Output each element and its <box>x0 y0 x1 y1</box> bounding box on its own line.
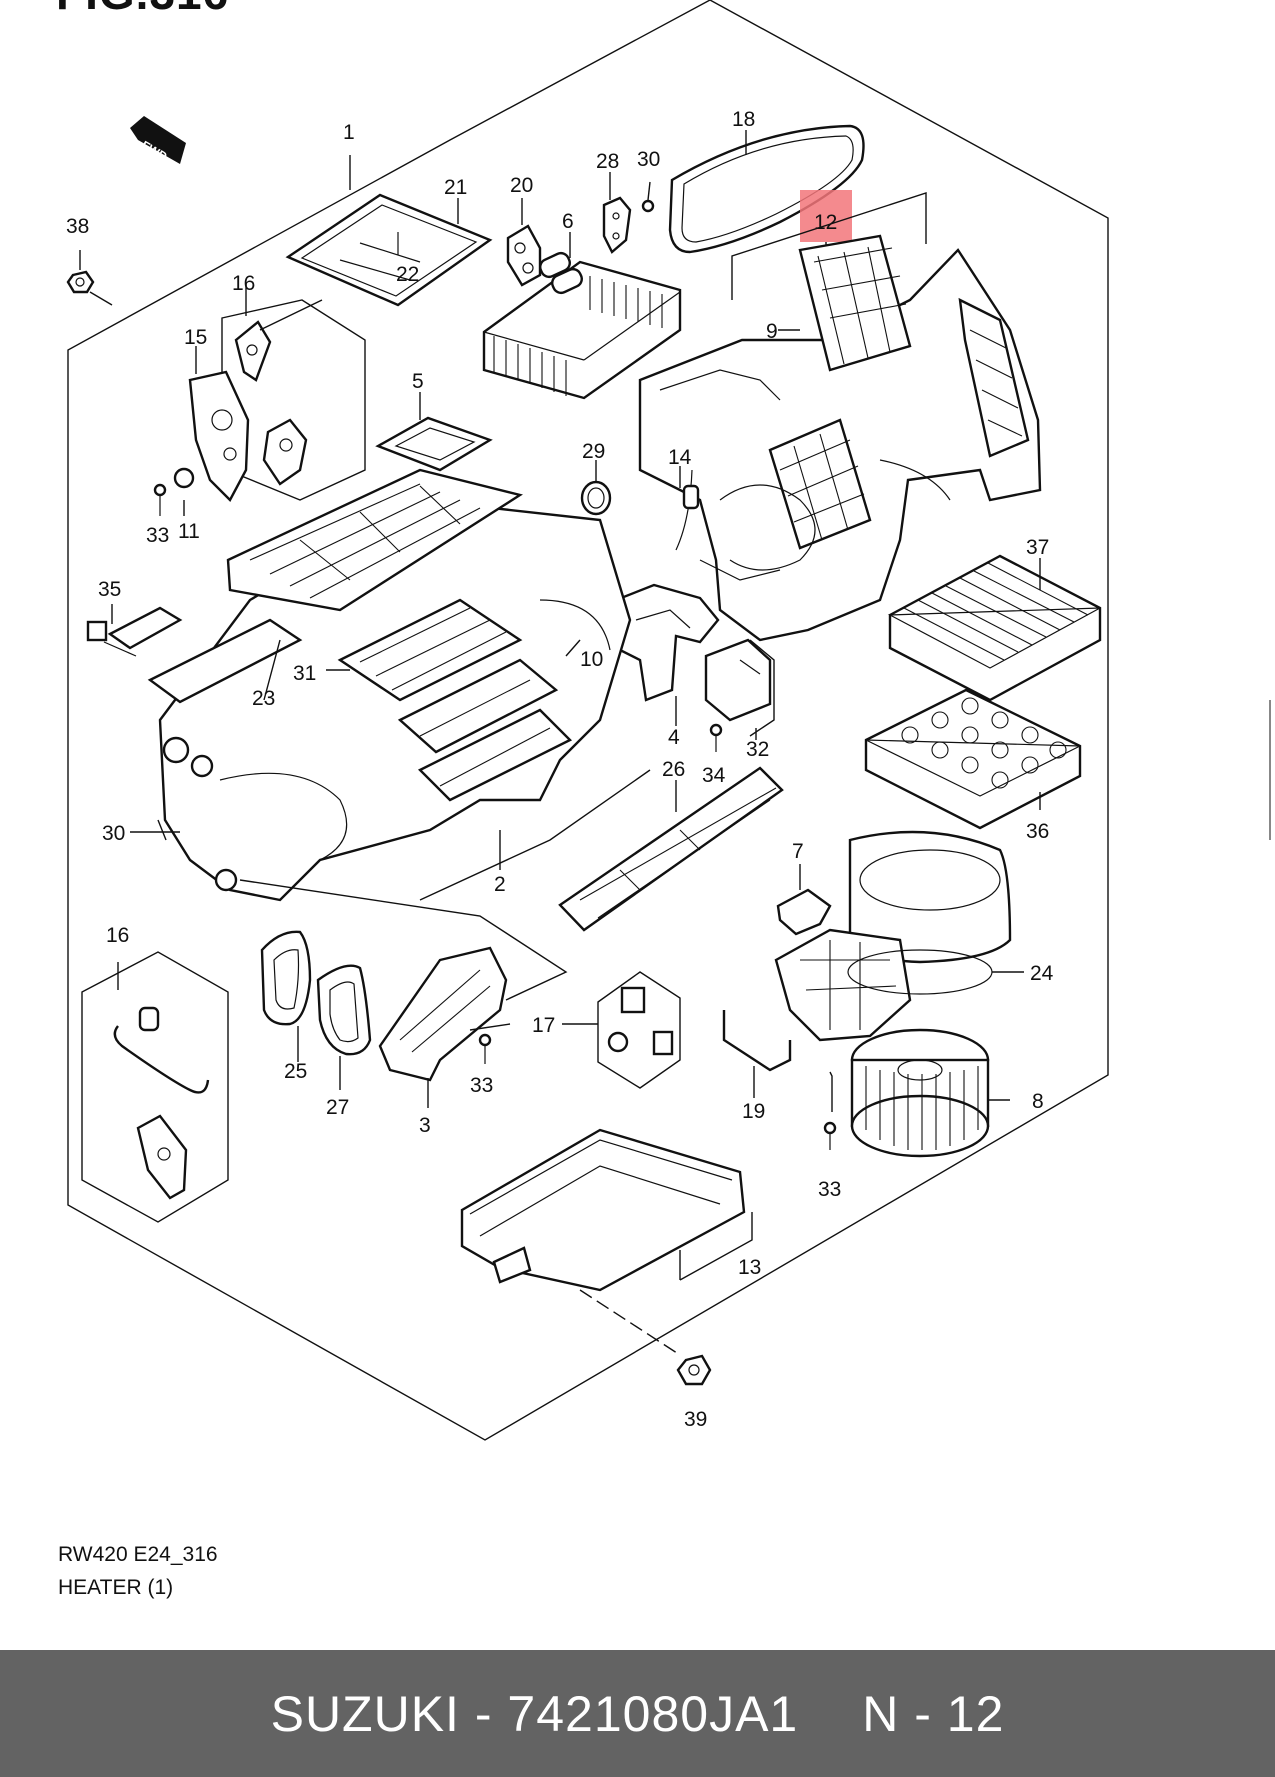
part-16-linkage-lower <box>81 951 229 1223</box>
part-20-gasket <box>506 198 542 287</box>
callout-33-b: 33 <box>470 1074 493 1097</box>
callout-16-lower: 16 <box>106 924 129 947</box>
part-39-nut <box>579 1289 712 1386</box>
callout-4: 4 <box>668 726 680 749</box>
callout-31: 31 <box>293 662 316 685</box>
callout-30-left: 30 <box>102 822 125 845</box>
callout-35: 35 <box>98 578 121 601</box>
part-11-cap <box>153 467 195 516</box>
footer-separator: - <box>474 1685 493 1742</box>
footer-bar: SUZUKI - 7421080JA1 N - 12 <box>0 1650 1275 1777</box>
part-6-heater-core <box>482 232 682 400</box>
part-19-bracket <box>722 1010 792 1098</box>
callout-23: 23 <box>252 687 275 710</box>
part-21-frame <box>285 155 493 307</box>
page-edge-mark <box>1269 700 1275 840</box>
callout-1: 1 <box>343 121 355 144</box>
callout-38: 38 <box>66 215 89 238</box>
callout-19: 19 <box>742 1100 765 1123</box>
part-8-blower-fan <box>823 1028 1010 1158</box>
callout-17: 17 <box>532 1014 555 1037</box>
callout-33-c: 33 <box>818 1178 841 1201</box>
part-26-filter <box>558 766 784 932</box>
callout-15: 15 <box>184 326 207 349</box>
drawing-code: RW420 E24_316 <box>58 1543 218 1566</box>
part-38-nut <box>66 250 113 306</box>
part-2-main-unit <box>107 468 651 902</box>
callout-16-upper: 16 <box>232 272 255 295</box>
callout-7: 7 <box>792 840 804 863</box>
footer-brand: SUZUKI <box>270 1685 460 1742</box>
callout-27: 27 <box>326 1096 349 1119</box>
leader-lines-main <box>130 639 581 841</box>
callout-11: 11 <box>178 520 200 543</box>
part-29-ring <box>580 460 612 516</box>
callout-12-highlight <box>800 190 852 242</box>
footer-part-number: 7421080JA1 <box>507 1685 799 1742</box>
callout-39: 39 <box>684 1408 707 1431</box>
part-25-seal <box>260 930 312 1062</box>
callout-33-a: 33 <box>146 524 169 547</box>
part-27-seal <box>316 964 372 1090</box>
callout-29: 29 <box>582 440 605 463</box>
callout-30-top: 30 <box>637 148 660 171</box>
diagram-boundary <box>67 0 1109 1441</box>
part-37-filter <box>887 554 1102 702</box>
callout-36: 36 <box>1026 820 1049 843</box>
callout-25: 25 <box>284 1060 307 1083</box>
part-5-gasket <box>375 392 493 472</box>
callout-numbers: 1 2 3 4 5 6 7 8 9 10 11 12 13 14 15 16 1… <box>66 108 1054 1431</box>
part-13-lower-case <box>460 1128 753 1292</box>
callout-13: 13 <box>738 1256 761 1279</box>
part-7-resistor <box>776 864 832 936</box>
part-15-lever <box>188 346 250 502</box>
callout-22: 22 <box>396 263 419 286</box>
callout-28: 28 <box>596 150 619 173</box>
figure-label: FIG.316 <box>56 0 229 20</box>
part-12-case-assembly <box>638 192 1042 642</box>
part-14-clip <box>675 466 700 551</box>
callout-8: 8 <box>1032 1090 1044 1113</box>
part-4-bracket <box>614 583 720 726</box>
part-28-bracket <box>602 172 655 254</box>
callout-34: 34 <box>702 764 726 787</box>
heater-exploded-diagram: FWD <box>66 0 1109 1441</box>
callout-9: 9 <box>766 320 778 343</box>
callout-32: 32 <box>746 738 769 761</box>
part-35-screw <box>86 604 137 657</box>
callout-5: 5 <box>412 370 424 393</box>
callout-3: 3 <box>419 1114 431 1137</box>
footer-position-label: N - 12 <box>862 1685 1005 1742</box>
part-36-tray <box>864 688 1082 830</box>
section-title: HEATER (1) <box>58 1576 174 1599</box>
callout-18: 18 <box>732 108 755 131</box>
part-17-relay-set <box>562 971 681 1089</box>
callout-6: 6 <box>562 210 574 233</box>
part-24-blower-housing <box>774 830 1024 1042</box>
fwd-arrow-icon: FWD <box>130 116 186 164</box>
callout-37: 37 <box>1026 536 1049 559</box>
part-32-control-module <box>704 638 775 752</box>
part-18-seal <box>668 124 865 254</box>
callout-21: 21 <box>444 176 467 199</box>
part-16-linkage-upper <box>221 282 366 501</box>
callout-12: 12 <box>814 211 837 234</box>
callout-20: 20 <box>510 174 533 197</box>
callout-10: 10 <box>580 648 603 671</box>
callout-14: 14 <box>668 446 692 469</box>
callout-24: 24 <box>1030 962 1054 985</box>
part-3-duct <box>239 879 568 1108</box>
callout-2: 2 <box>494 873 506 896</box>
callout-26: 26 <box>662 758 685 781</box>
